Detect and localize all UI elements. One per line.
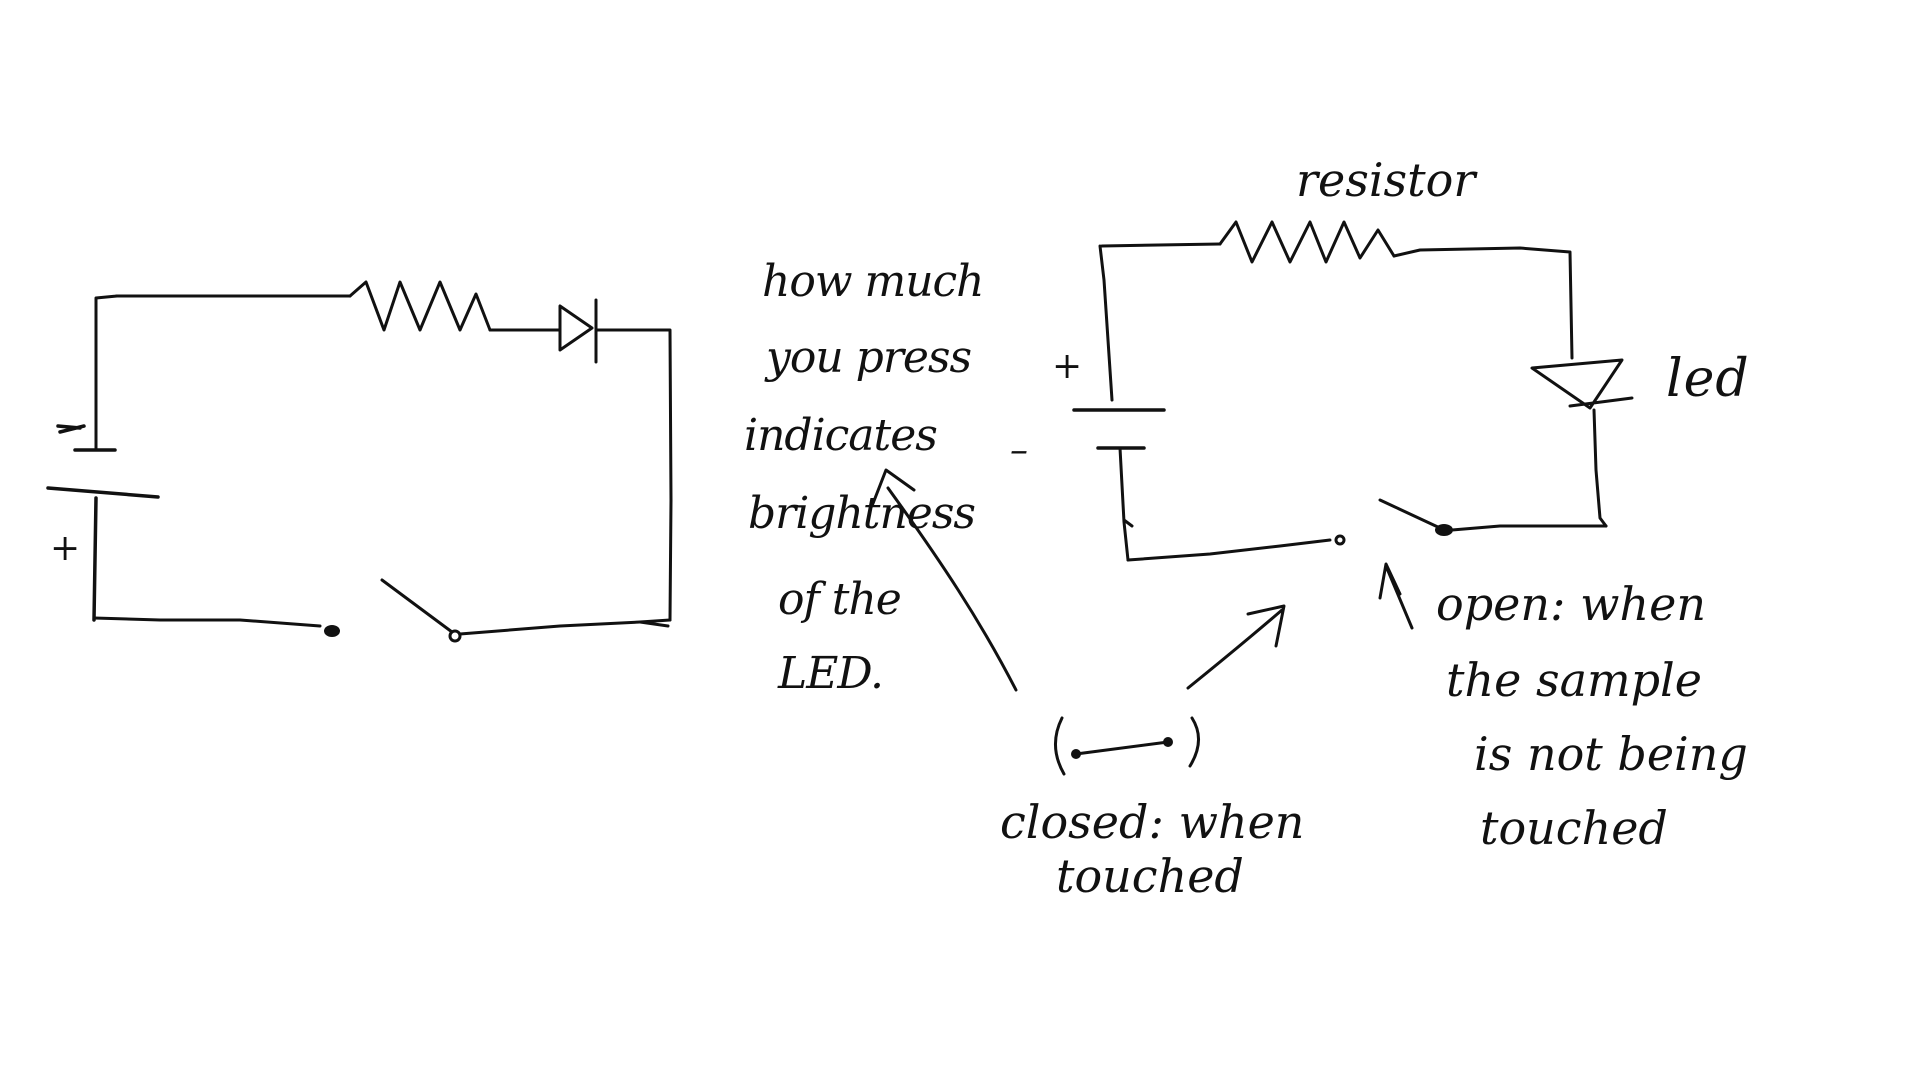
right-switch-terminal-a xyxy=(1334,534,1346,546)
brightness-note-line-6: LED. xyxy=(777,648,883,699)
left-bottom-right-wire xyxy=(458,620,642,636)
left-battery-symbol xyxy=(46,448,160,622)
right-bottom-left-wire xyxy=(1126,538,1332,562)
left-switch-terminal-a xyxy=(324,625,340,637)
right-top-left-wire xyxy=(1100,242,1222,248)
led-symbol xyxy=(1530,358,1634,410)
left-open-switch-symbol xyxy=(380,578,454,634)
closed-note-line-1: closed: when xyxy=(1000,795,1304,849)
open-switch-note: open: when the sample is not being touch… xyxy=(1378,562,1748,855)
right-minus-sign: – xyxy=(1010,430,1028,471)
right-left-wire xyxy=(1098,244,1114,402)
left-resistor-symbol xyxy=(348,280,492,332)
left-circuit: + xyxy=(46,280,673,643)
right-open-switch-symbol xyxy=(1378,498,1442,530)
right-resistor-symbol xyxy=(1218,220,1396,264)
brightness-note-line-4: brightness xyxy=(748,488,975,539)
open-arrow-icon xyxy=(1378,562,1414,630)
brightness-note: how much you press indicates brightness … xyxy=(744,256,1018,699)
left-plus-sign: + xyxy=(50,528,80,569)
closed-arrow-icon xyxy=(1186,604,1286,690)
closed-switch-symbol xyxy=(1054,716,1200,776)
right-right-wire xyxy=(1592,408,1608,528)
left-diode-symbol xyxy=(558,298,598,364)
brightness-note-line-2: you press xyxy=(764,332,971,383)
led-label: led xyxy=(1666,349,1750,409)
right-circuit: resistor led + – xyxy=(1010,153,1750,562)
brightness-note-line-5: of the xyxy=(778,574,901,625)
open-note-line-1: open: when xyxy=(1436,577,1706,631)
left-corner-wire xyxy=(638,618,672,628)
open-note-line-3: is not being xyxy=(1474,727,1748,781)
brightness-note-line-1: how much xyxy=(762,256,984,307)
open-note-line-4: touched xyxy=(1480,801,1668,855)
right-left-lower-wire xyxy=(1118,446,1134,562)
closed-note-line-2: touched xyxy=(1056,849,1244,903)
open-note-line-2: the sample xyxy=(1446,653,1702,707)
right-plus-sign: + xyxy=(1052,346,1082,387)
resistor-label: resistor xyxy=(1296,153,1478,207)
brightness-arrow-icon xyxy=(870,468,1018,692)
right-top-right-wire xyxy=(1392,246,1574,360)
left-top-wire xyxy=(94,294,352,450)
left-switch-terminal-b xyxy=(448,629,462,643)
closed-switch-dot-b xyxy=(1163,737,1173,747)
closed-switch-dot-a xyxy=(1071,749,1081,759)
right-bottom-right-wire xyxy=(1450,524,1608,532)
brightness-note-line-3: indicates xyxy=(744,410,937,461)
left-negative-mark xyxy=(56,424,86,434)
left-right-wire xyxy=(594,328,673,622)
right-battery-symbol xyxy=(1072,408,1166,450)
closed-switch-note: closed: when touched xyxy=(1000,604,1304,903)
left-bottom-wire xyxy=(92,616,322,628)
